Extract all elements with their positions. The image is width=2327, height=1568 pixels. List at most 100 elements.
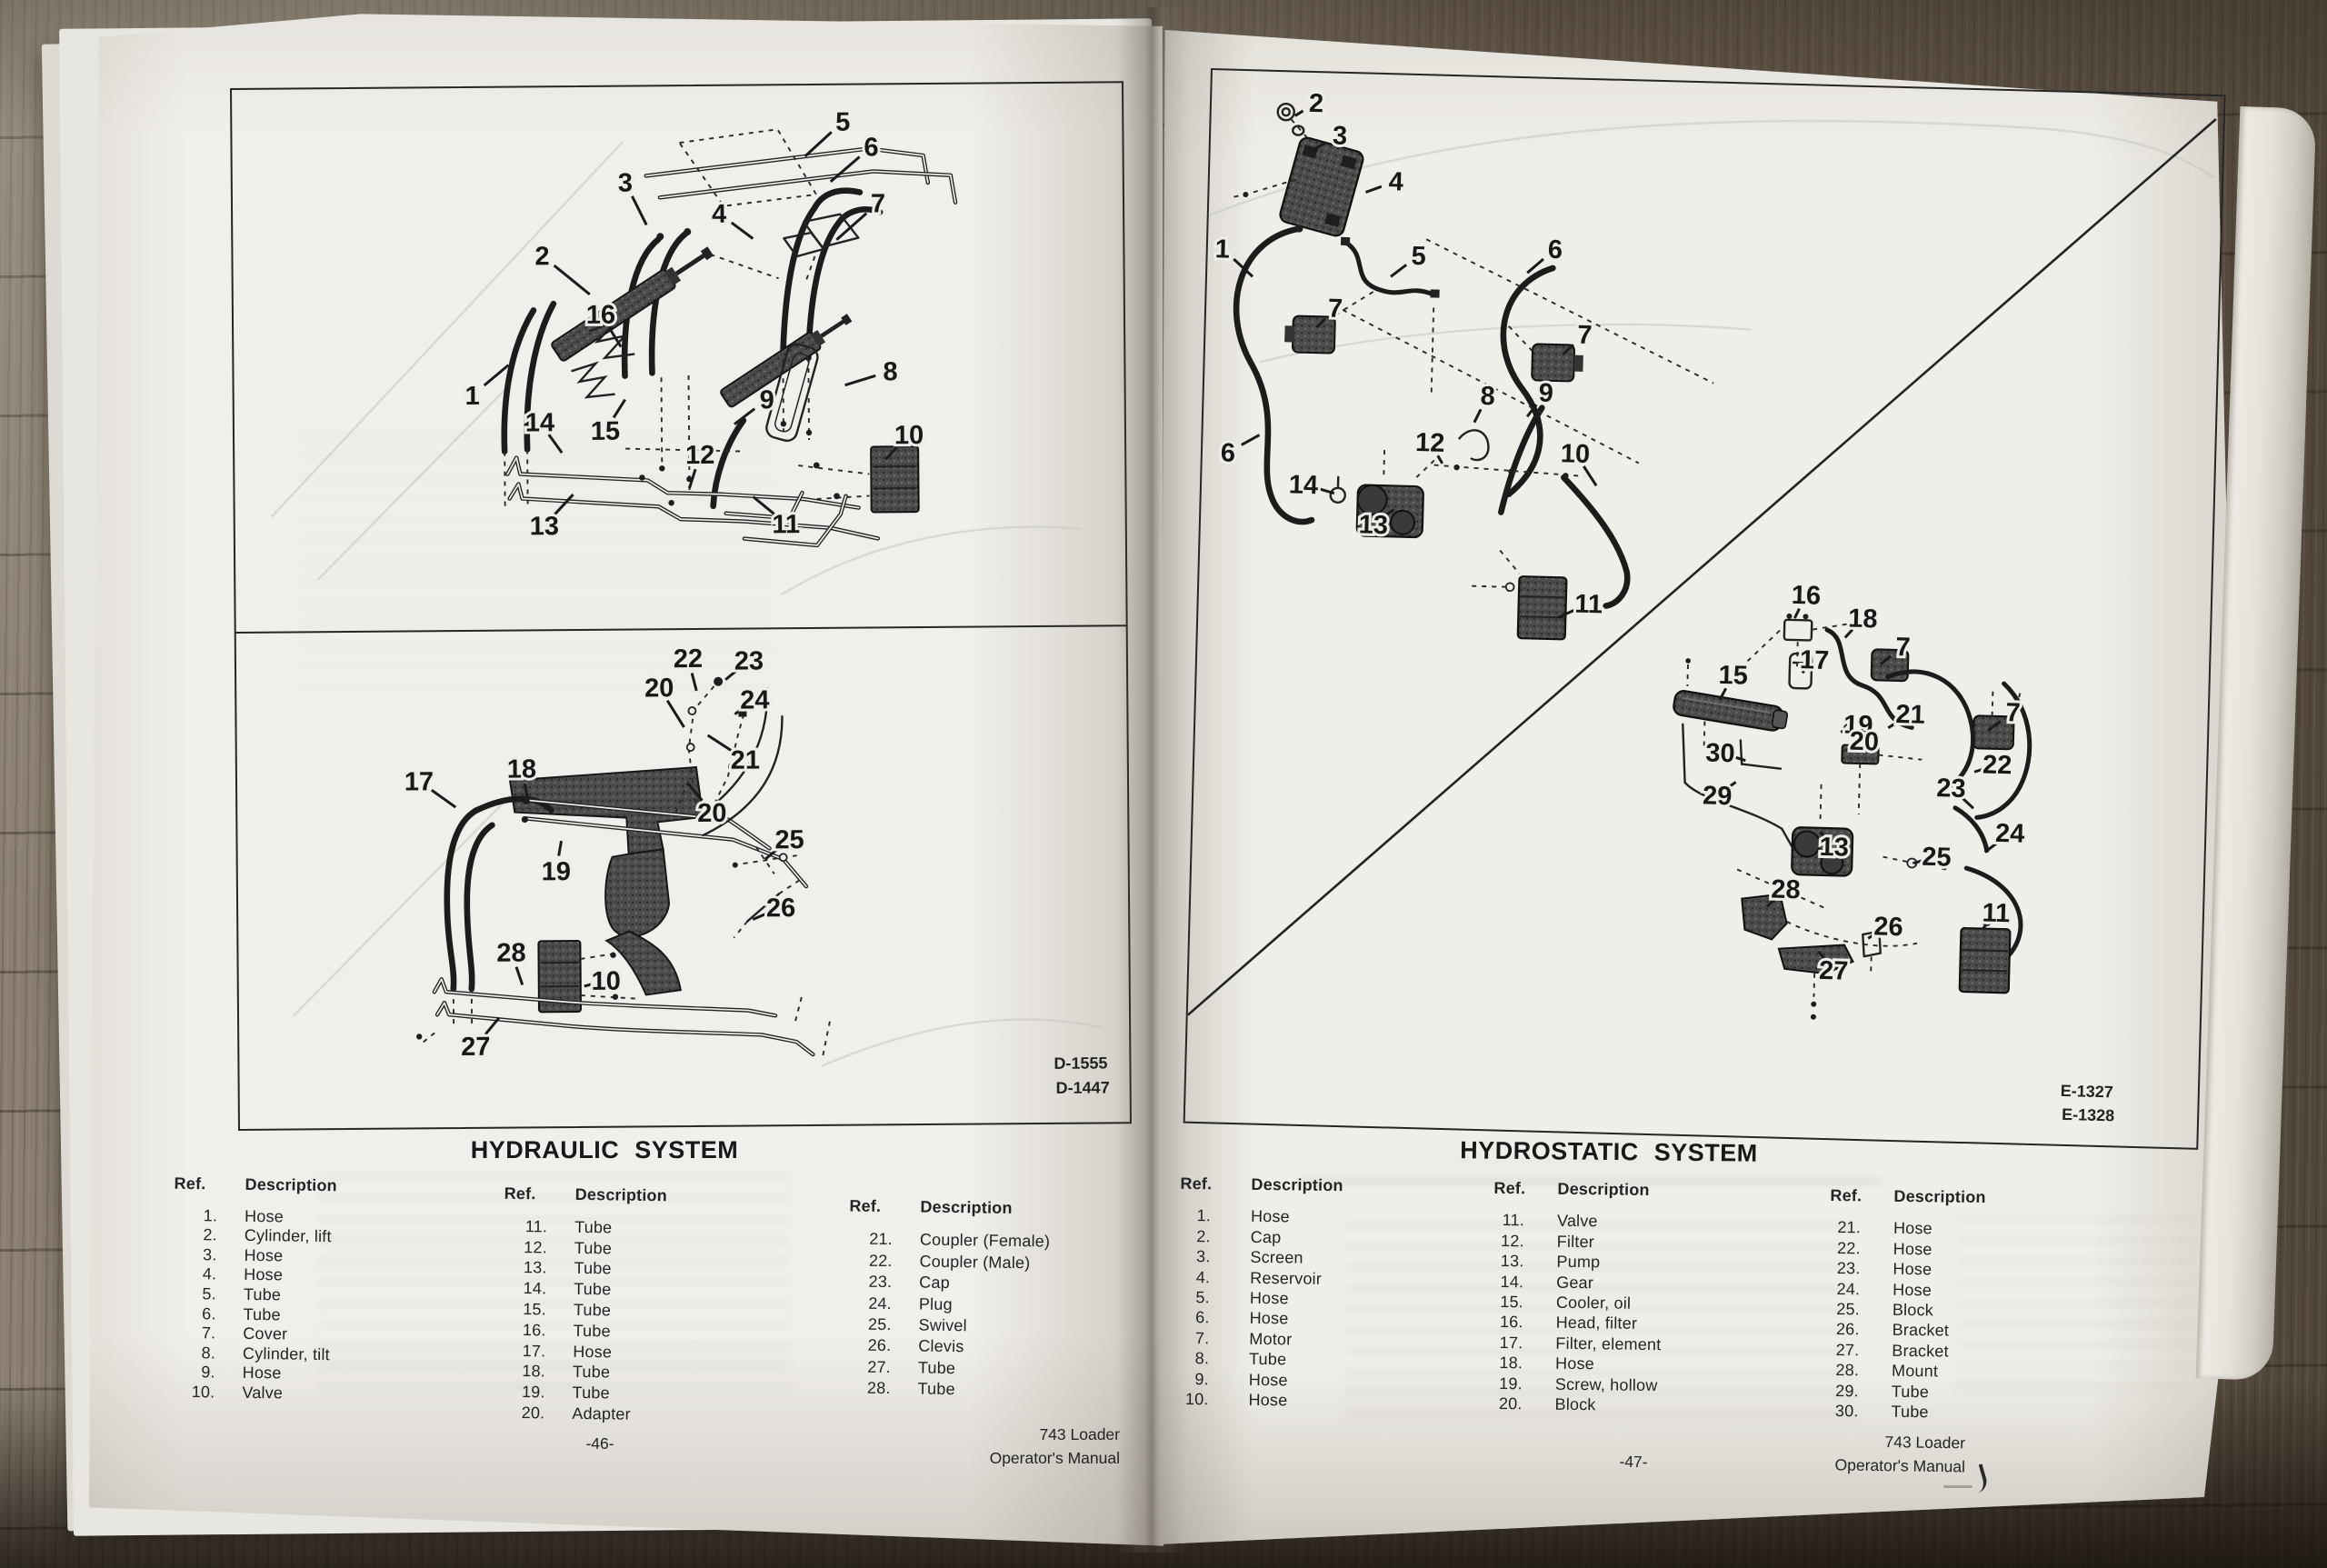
- callout-number: 11: [1982, 899, 2010, 929]
- parts-row: 25.Block: [1836, 1300, 1934, 1320]
- parts-row: 14.Gear: [1500, 1272, 1594, 1292]
- callout-number: 14: [525, 408, 555, 437]
- hydrostatic-system-title: HYDROSTATIC SYSTEM: [1460, 1136, 1758, 1167]
- callout-number: 22: [674, 644, 704, 674]
- right-page: [1158, 30, 2242, 1544]
- parts-row: 3.Hose: [202, 1244, 284, 1265]
- parts-row: 5.Hose: [1195, 1288, 1289, 1308]
- callout-leader-line: [1390, 264, 1408, 278]
- callout-number: 17: [404, 767, 434, 796]
- callout-leader-line: [1436, 454, 1444, 464]
- callout-number: 24: [740, 685, 770, 714]
- parts-row: 3.Screen: [1195, 1247, 1303, 1267]
- parts-row: 25.Swivel: [867, 1314, 967, 1335]
- callout-number: 20: [644, 674, 674, 703]
- callout-number: 11: [772, 510, 800, 539]
- callout-leader-line: [631, 195, 648, 226]
- callout-leader-line: [1241, 434, 1261, 446]
- parts-row: 10.Valve: [191, 1382, 284, 1403]
- parts-row: 18.Hose: [1499, 1353, 1595, 1373]
- hydrostatic-diagram: 2341567789121014136111618717157211930202…: [1186, 86, 2217, 1124]
- bleed-lines: [293, 794, 1104, 1068]
- callout-number: 25: [1922, 843, 1952, 873]
- parts-row: 16.Head, filter: [1499, 1313, 1638, 1333]
- callout-number: 6: [1220, 438, 1235, 467]
- parts-row: 27.Tube: [867, 1357, 956, 1377]
- callout-number: 24: [1995, 819, 2025, 849]
- callout-leader-line: [1867, 933, 1876, 940]
- parts-row: 1.Hose: [1196, 1206, 1290, 1226]
- callout-leader-line: [1973, 767, 1983, 774]
- callout-number: 11: [1574, 590, 1603, 620]
- parts-row: 12.Filter: [1501, 1231, 1595, 1252]
- parts-row: 15.Cooler, oil: [1500, 1292, 1632, 1313]
- callout-leader-line: [1317, 487, 1335, 495]
- parts-row: 6.Tube: [202, 1303, 281, 1323]
- parts-row: 19.Screw, hollow: [1499, 1373, 1658, 1394]
- callout-leader-line: [1840, 729, 1845, 734]
- callout-number: 20: [1849, 727, 1879, 757]
- parts-row: 1.Hose: [203, 1205, 285, 1226]
- callout-leader-line: [554, 494, 574, 515]
- left-footer-line2: Operator's Manual: [989, 1449, 1120, 1467]
- parts-row: 6.Hose: [1195, 1308, 1289, 1328]
- callout-leader-line: [690, 673, 698, 692]
- callout-number: 27: [1819, 956, 1849, 986]
- callout-number: 22: [1982, 750, 2012, 780]
- callout-number: 13: [530, 512, 560, 541]
- hydrostatic-lower-parts: [1673, 613, 2032, 1020]
- callout-leader-line: [1473, 408, 1483, 424]
- bleed-lines: [270, 140, 1081, 596]
- callout-number: 25: [774, 825, 804, 854]
- parts-row: 4.Hose: [202, 1264, 284, 1284]
- callout-leader-line: [1887, 721, 1899, 730]
- callout-number: 10: [1560, 439, 1590, 469]
- callout-number: 17: [1800, 645, 1830, 675]
- smudge-mark: [1943, 1485, 1972, 1488]
- callout-number: 21: [1895, 700, 1925, 730]
- bleed-lines: [1208, 119, 2215, 364]
- callout-leader-line: [1766, 898, 1776, 908]
- callout-leader-line: [1293, 109, 1304, 117]
- parts-row: 21.Hose: [1837, 1218, 1933, 1238]
- callout-number: 13: [1358, 510, 1388, 540]
- parts-row: 27.Bracket: [1835, 1340, 1949, 1361]
- parts-column-header: Ref.Description: [1830, 1185, 1986, 1207]
- callout-leader-line: [1983, 841, 1999, 854]
- callout-number: 6: [1547, 235, 1563, 265]
- callout-number: 1: [1214, 235, 1230, 264]
- parts-column-header: Ref.Description: [1180, 1174, 1343, 1195]
- callout-number: 9: [1538, 379, 1553, 408]
- callout-number: 18: [507, 754, 537, 784]
- callout-leader-line: [686, 783, 704, 802]
- callout-leader-line: [1525, 404, 1538, 418]
- callout-number: 23: [1936, 774, 1966, 804]
- parts-row: 7.Motor: [1194, 1328, 1293, 1349]
- callout-number: 27: [461, 1033, 491, 1062]
- callout-number: 4: [1388, 167, 1403, 196]
- callout-number: 7: [1577, 321, 1593, 350]
- callout-leader-line: [1313, 141, 1327, 151]
- parts-row: 26.Bracket: [1835, 1320, 1950, 1341]
- parts-row: 24.Hose: [1836, 1279, 1933, 1299]
- callout-leader-line: [1913, 859, 1923, 864]
- callout-leader-line: [1817, 950, 1825, 959]
- callout-leader-line: [1962, 797, 1974, 810]
- callout-leader-line: [1987, 720, 2002, 732]
- callout-leader-line: [1801, 670, 1805, 674]
- callout-leader-line: [584, 983, 592, 988]
- callout-leader-line: [1526, 257, 1544, 275]
- callout-leader-line: [752, 912, 768, 921]
- right-footer-line2: Operator's Manual: [1834, 1455, 1966, 1476]
- callout-number: 19: [1843, 710, 1873, 740]
- callout-leader-line: [1233, 257, 1254, 278]
- callout-leader-line: [1844, 746, 1852, 752]
- parts-row: 28.Tube: [866, 1379, 955, 1399]
- hydrostatic-upper-parts: [1229, 102, 1714, 641]
- callout-number: 15: [591, 417, 621, 446]
